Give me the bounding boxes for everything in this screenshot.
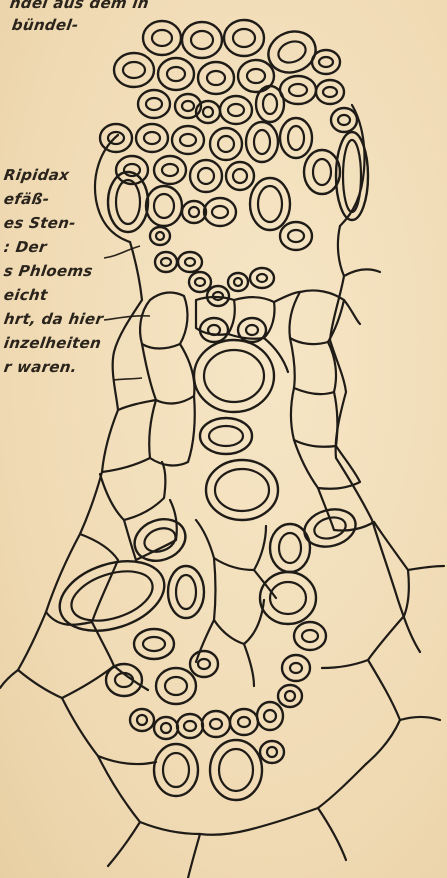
vessel xyxy=(156,668,196,704)
parenchyma-cell-walls xyxy=(0,105,444,878)
vessel xyxy=(316,80,344,104)
vessel xyxy=(294,622,326,650)
vessel xyxy=(182,22,222,58)
vessel xyxy=(230,709,258,735)
vessel xyxy=(150,227,170,245)
vessel xyxy=(154,744,198,796)
vessel xyxy=(108,172,148,232)
vessel xyxy=(206,460,278,520)
vessel xyxy=(194,340,274,412)
vessel xyxy=(182,201,206,223)
vessel xyxy=(200,418,252,454)
vessel xyxy=(210,128,242,160)
vessel xyxy=(204,198,236,226)
vessel xyxy=(172,126,204,154)
vessel xyxy=(246,122,278,162)
vessel xyxy=(158,58,194,90)
vessel xyxy=(136,124,168,152)
vessel-cells xyxy=(51,20,368,800)
vessel xyxy=(138,90,170,118)
vessel xyxy=(200,318,228,342)
vessel xyxy=(331,108,357,132)
vessel xyxy=(130,709,154,731)
vessel xyxy=(198,62,234,94)
vessel xyxy=(106,664,142,696)
vessel xyxy=(257,702,283,730)
vessel xyxy=(280,118,312,158)
vessel xyxy=(228,273,248,291)
vessel xyxy=(168,566,204,618)
vessel xyxy=(134,629,174,659)
vessel xyxy=(270,524,310,572)
vessel xyxy=(190,160,222,192)
vessel xyxy=(226,162,254,190)
vessel xyxy=(282,655,310,681)
vessel xyxy=(256,86,284,122)
vessel xyxy=(312,50,340,74)
vessel xyxy=(280,76,316,104)
leader-line-middle xyxy=(104,316,150,320)
vessel xyxy=(114,53,154,87)
vessel xyxy=(220,96,252,124)
vessel xyxy=(116,156,148,184)
vessel xyxy=(190,651,218,677)
vessel xyxy=(263,25,322,79)
vessel xyxy=(178,252,202,272)
vessel xyxy=(189,272,211,292)
vessel xyxy=(280,222,312,250)
vessel xyxy=(250,178,290,230)
vessel xyxy=(143,21,181,55)
vessel xyxy=(260,572,316,624)
vessel xyxy=(304,150,340,194)
vessel xyxy=(210,740,262,800)
vessel xyxy=(202,711,230,737)
vessel xyxy=(250,268,274,288)
vessel xyxy=(154,717,178,739)
leader-line-lower xyxy=(114,378,142,380)
vessel xyxy=(260,741,284,763)
vessel xyxy=(155,252,177,272)
vessel xyxy=(154,156,186,184)
vessel xyxy=(224,20,264,56)
vessel xyxy=(177,714,203,738)
vessel xyxy=(146,186,182,226)
vessel xyxy=(278,685,302,707)
